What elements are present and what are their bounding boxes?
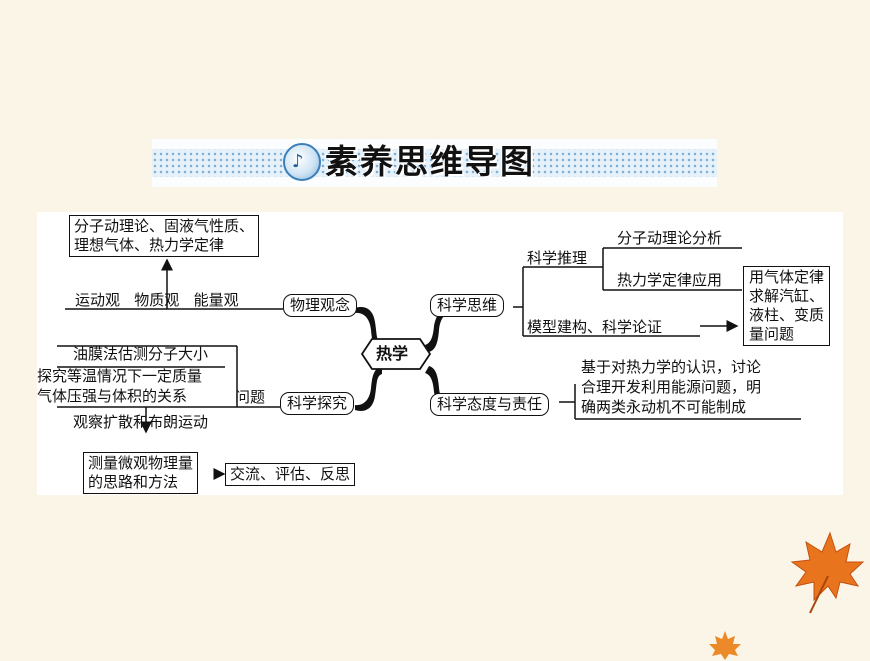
- attitude-text: 合理开发利用能源问题，明: [581, 378, 762, 396]
- small-maple-leaf-icon: [709, 631, 741, 660]
- concept-result-line: 分子动理论、固液气性质、: [74, 217, 255, 235]
- mind-map-connectors: [57, 247, 801, 480]
- maple-leaf-icon: [790, 531, 865, 614]
- application-line: 用气体定律: [749, 268, 825, 286]
- guitar-student-icon: ♪: [283, 143, 321, 181]
- method-line: 测量微观物理量: [88, 454, 194, 472]
- science-thinking-node: 科学思维: [430, 294, 505, 317]
- problem-label: 问题: [235, 388, 266, 406]
- inquiry-item: 气体压强与体积的关系: [37, 387, 188, 405]
- concept-views: 运动观 物质观 能量观: [75, 291, 239, 309]
- attitude-text: 确两类永动机不可能制成: [581, 398, 747, 416]
- physics-concept-node: 物理观念: [283, 294, 358, 317]
- mind-map: 分子动理论、固液气性质、 理想气体、热力学定律 运动观 物质观 能量观 物理观念…: [37, 212, 843, 495]
- banner-title: 素养思维导图: [325, 142, 535, 181]
- method-line: 的思路和方法: [88, 473, 179, 491]
- center-node-label: 热学: [376, 344, 409, 363]
- inquiry-item: 油膜法估测分子大小: [73, 345, 209, 363]
- application-line: 求解汽缸、: [749, 287, 825, 305]
- concept-result-line: 理想气体、热力学定律: [74, 236, 225, 254]
- reasoning-label: 科学推理: [527, 249, 588, 267]
- title-banner: [152, 139, 717, 187]
- attitude-text: 基于对热力学的认识，讨论: [581, 358, 762, 376]
- reasoning-item: 分子动理论分析: [617, 229, 723, 247]
- reasoning-item: 热力学定律应用: [617, 271, 723, 289]
- application-line: 液柱、变质: [749, 306, 825, 324]
- method-box: 测量微观物理量 的思路和方法: [83, 452, 199, 494]
- inquiry-item: 探究等温情况下一定质量: [37, 367, 203, 385]
- application-line: 量问题: [749, 325, 795, 343]
- application-box: 用气体定律 求解汽缸、 液柱、变质 量问题: [743, 266, 831, 346]
- reflection-box: 交流、评估、反思: [225, 463, 356, 486]
- modeling-label: 模型建构、科学论证: [527, 318, 663, 336]
- attitude-node: 科学态度与责任: [430, 393, 550, 416]
- inquiry-item: 观察扩散和布朗运动: [73, 413, 209, 431]
- concept-result-box: 分子动理论、固液气性质、 理想气体、热力学定律: [69, 215, 260, 257]
- science-inquiry-node: 科学探究: [280, 392, 355, 415]
